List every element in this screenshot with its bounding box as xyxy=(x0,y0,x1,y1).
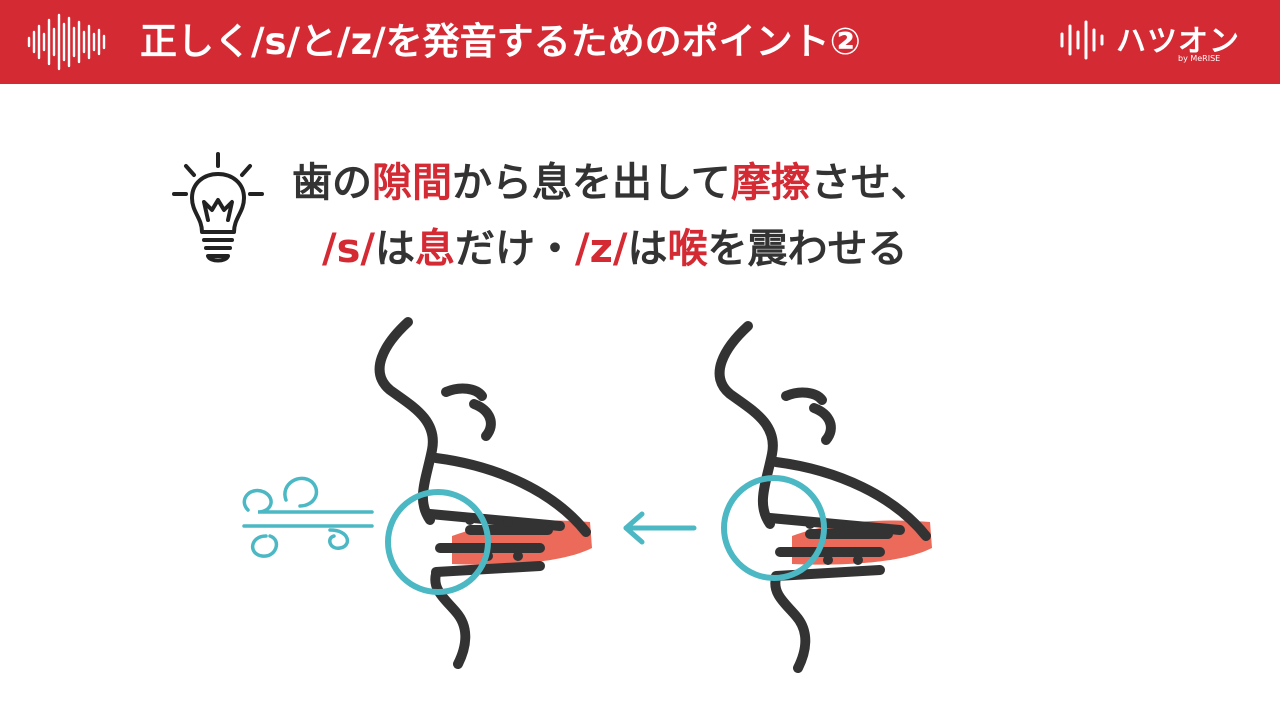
message-text: は xyxy=(627,226,668,272)
arrow-left-icon xyxy=(623,511,697,545)
message-text: だけ・ xyxy=(455,226,576,272)
header-bar: 正しく/s/と/z/を発音するためのポイント② ハツオン by MeRISE xyxy=(0,0,1280,84)
message-text: から息を出して xyxy=(452,160,731,206)
message-highlight: /s/ xyxy=(322,226,376,272)
message-highlight: /z/ xyxy=(575,226,628,272)
mouth-diagram xyxy=(242,317,932,673)
air-flow-icon xyxy=(242,476,374,558)
brand-logo[interactable]: ハツオン by MeRISE xyxy=(1058,12,1240,74)
face-profile-z xyxy=(714,321,932,673)
message-highlight: 喉 xyxy=(667,226,708,272)
message-text: 歯の xyxy=(292,160,372,206)
sound-wave-icon xyxy=(27,13,106,71)
brand-name: ハツオン xyxy=(1116,24,1240,59)
brand-wave-icon xyxy=(1060,20,1104,60)
face-profile-s xyxy=(374,317,592,669)
focus-circle xyxy=(385,489,491,595)
message-text: は xyxy=(375,226,416,272)
message-text: させ、 xyxy=(810,160,931,206)
page-title: 正しく/s/と/z/を発音するためのポイント② xyxy=(140,20,861,63)
brand-tagline: by MeRISE xyxy=(1178,54,1221,63)
lightbulb-icon xyxy=(172,152,264,263)
key-message: 歯の隙間から息を出して摩擦させ、 /s/は息だけ・/z/は喉を震わせる xyxy=(292,150,1012,282)
message-line-2: /s/は息だけ・/z/は喉を震わせる xyxy=(292,216,1012,282)
message-line-1: 歯の隙間から息を出して摩擦させ、 xyxy=(292,150,1012,216)
message-highlight: 隙間 xyxy=(372,160,452,206)
message-highlight: 息 xyxy=(415,226,456,272)
focus-circle xyxy=(721,475,827,581)
message-text: を震わせる xyxy=(707,226,908,272)
message-highlight: 摩擦 xyxy=(730,160,811,206)
